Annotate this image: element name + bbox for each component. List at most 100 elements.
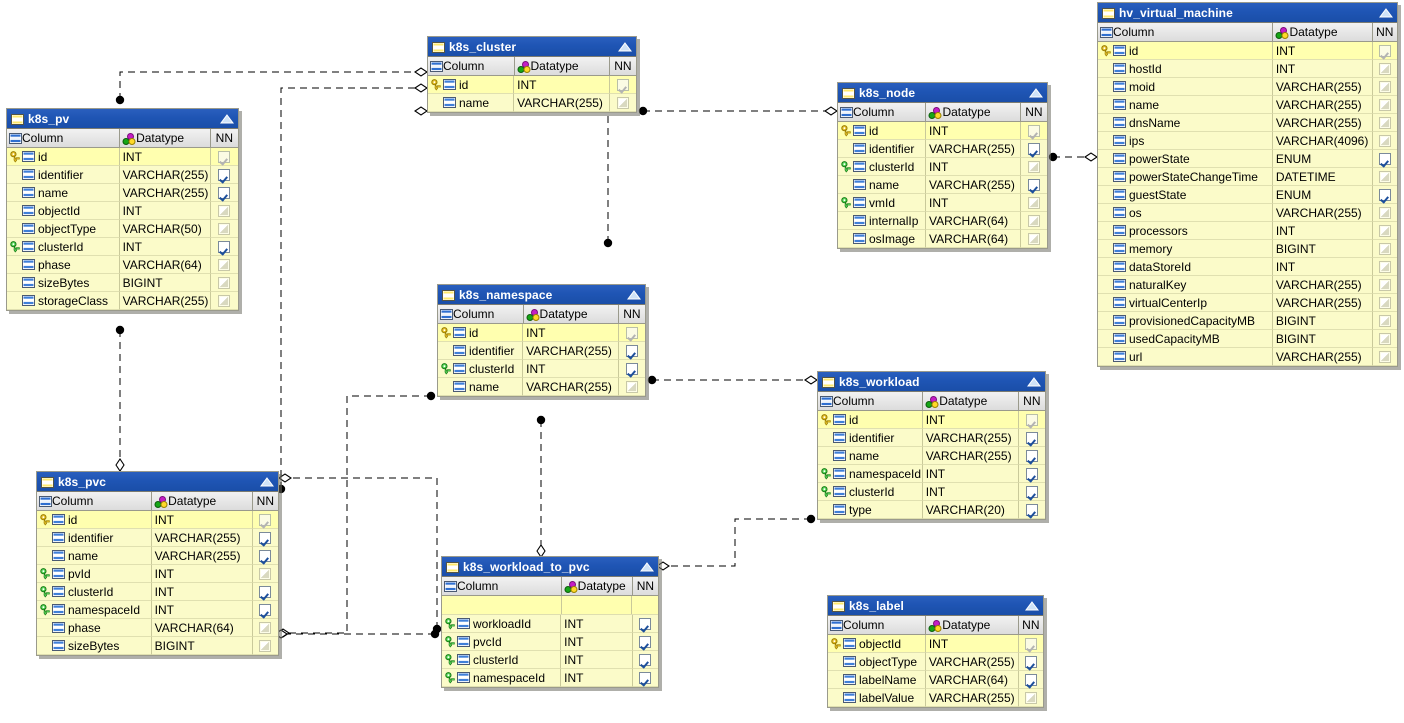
not-null-checkbox[interactable]: [1027, 142, 1040, 155]
not-null-checkbox[interactable]: [1378, 224, 1391, 237]
not-null-checkbox[interactable]: [1025, 413, 1038, 426]
not-null-checkbox[interactable]: [625, 344, 638, 357]
entity-title-bar[interactable]: k8s_label: [828, 596, 1043, 616]
not-null-checkbox[interactable]: [639, 653, 652, 666]
not-null-checkbox[interactable]: [616, 96, 629, 109]
not-null-checkbox[interactable]: [1378, 188, 1391, 201]
not-null-checkbox[interactable]: [1378, 314, 1391, 327]
not-null-checkbox[interactable]: [1378, 44, 1391, 57]
not-null-checkbox[interactable]: [1025, 485, 1038, 498]
entity-title-bar[interactable]: k8s_workload_to_pvc: [442, 557, 658, 577]
not-null-checkbox[interactable]: [1378, 98, 1391, 111]
not-null-checkbox[interactable]: [1027, 124, 1040, 137]
relationship-line[interactable]: [663, 518, 811, 567]
not-null-checkbox[interactable]: [625, 380, 638, 393]
not-null-checkbox[interactable]: [1025, 431, 1038, 444]
relationship-line[interactable]: [285, 477, 438, 629]
not-null-checkbox[interactable]: [1024, 637, 1037, 650]
not-null-checkbox[interactable]: [1025, 449, 1038, 462]
not-null-checkbox[interactable]: [1027, 160, 1040, 173]
not-null-checkbox[interactable]: [625, 362, 638, 375]
not-null-checkbox[interactable]: [259, 531, 272, 544]
not-null-checkbox[interactable]: [218, 168, 231, 181]
not-null-checkbox[interactable]: [1378, 62, 1391, 75]
not-null-checkbox[interactable]: [1024, 691, 1037, 704]
relationship-line[interactable]: [421, 110, 609, 243]
not-null-checkbox[interactable]: [639, 635, 652, 648]
collapse-triangle-icon[interactable]: [1029, 87, 1043, 98]
not-null-checkbox[interactable]: [218, 240, 231, 253]
not-null-checkbox[interactable]: [1025, 467, 1038, 480]
collapse-triangle-icon[interactable]: [260, 476, 274, 487]
not-null-checkbox[interactable]: [1378, 242, 1391, 255]
not-null-checkbox[interactable]: [1378, 170, 1391, 183]
not-null-checkbox[interactable]: [639, 671, 652, 684]
not-null-checkbox[interactable]: [218, 186, 231, 199]
entity-title-bar[interactable]: k8s_pvc: [37, 472, 278, 492]
not-null-checkbox[interactable]: [1378, 116, 1391, 129]
entity-title-bar[interactable]: k8s_node: [838, 83, 1047, 103]
not-null-checkbox[interactable]: [218, 258, 231, 271]
collapse-triangle-icon[interactable]: [1025, 600, 1039, 611]
not-null-checkbox[interactable]: [1024, 673, 1037, 686]
entity-title-bar[interactable]: k8s_namespace: [438, 285, 645, 305]
not-null-checkbox[interactable]: [639, 617, 652, 630]
not-null-checkbox[interactable]: [259, 621, 272, 634]
not-null-checkbox[interactable]: [218, 294, 231, 307]
not-null-checkbox[interactable]: [218, 204, 231, 217]
not-null-checkbox[interactable]: [259, 603, 272, 616]
not-null-checkbox[interactable]: [1378, 332, 1391, 345]
not-null-checkbox[interactable]: [1025, 503, 1038, 516]
collapse-triangle-icon[interactable]: [220, 113, 234, 124]
not-null-checkbox[interactable]: [616, 78, 629, 91]
not-null-checkbox[interactable]: [218, 222, 231, 235]
not-null-checkbox[interactable]: [1378, 152, 1391, 165]
collapse-triangle-icon[interactable]: [627, 289, 641, 300]
not-null-checkbox[interactable]: [259, 513, 272, 526]
